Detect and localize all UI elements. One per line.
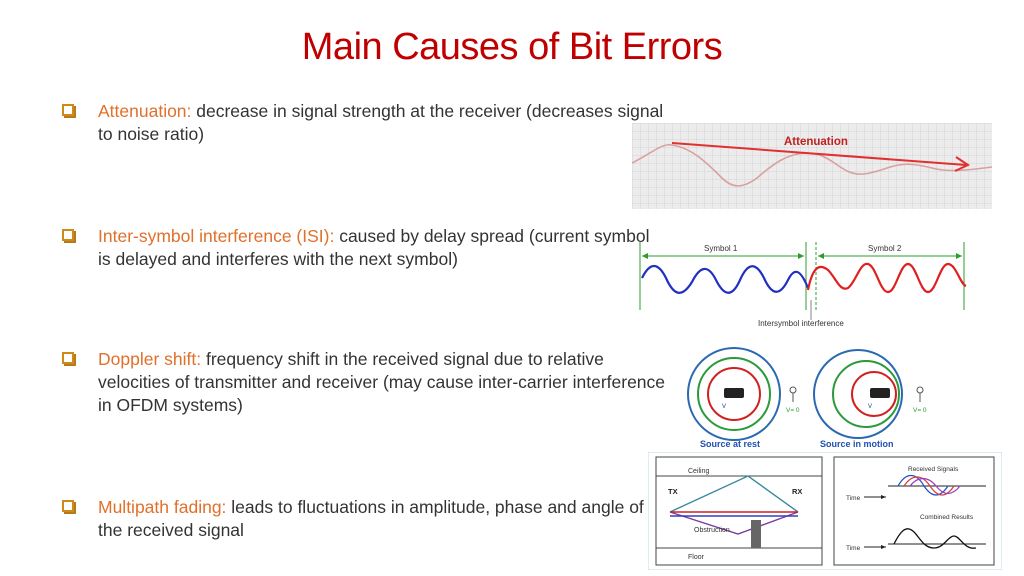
time-label-top: Time <box>846 495 861 502</box>
bullet-term: Attenuation: <box>98 101 192 121</box>
isi-figure: Symbol 1 Symbol 2 Intersymbol interferen… <box>639 242 967 328</box>
bullet-term: Inter-symbol interference (ISI): <box>98 226 335 246</box>
source-at-rest-diagram: V V= 0 Source at rest <box>687 347 800 449</box>
observer-icon <box>789 386 797 394</box>
floor-label: Floor <box>688 554 705 561</box>
time-label-bottom: Time <box>846 545 861 552</box>
checkbox-bullet-icon <box>62 500 74 512</box>
attenuation-label: Attenuation <box>784 136 848 148</box>
bullet-desc: leads to fluctuations in amplitude, phas… <box>98 497 644 540</box>
car-icon <box>870 388 890 398</box>
checkbox-bullet-icon <box>62 229 74 241</box>
observer-velocity-label: V= 0 <box>913 407 927 414</box>
symbol1-wave <box>641 264 810 294</box>
slide-title: Main Causes of Bit Errors <box>301 26 723 68</box>
attenuation-arrow <box>671 142 967 166</box>
observer-velocity-label: V= 0 <box>786 407 800 414</box>
source-velocity-label: V <box>868 404 872 410</box>
car-icon <box>724 388 744 398</box>
checkbox-bullet-icon <box>62 104 74 116</box>
rx-label: RX <box>792 487 802 496</box>
isi-caption: Intersymbol interference <box>758 319 844 328</box>
tx-label: TX <box>668 487 678 496</box>
bullet-term: Doppler shift: <box>98 349 202 369</box>
attenuation-figure: Attenuation <box>632 123 992 209</box>
source-in-motion-caption: Source in motion <box>820 439 894 449</box>
checkbox-bullet-icon <box>62 352 74 364</box>
multipath-figure: Ceiling Floor TX RX Obstruction Received… <box>648 452 1002 570</box>
symbol1-label: Symbol 1 <box>704 244 738 253</box>
symbol2-wave <box>806 262 967 294</box>
doppler-figure: V V= 0 Source at rest V V= 0 Source in m… <box>687 347 927 449</box>
bullet-term: Multipath fading: <box>98 497 227 517</box>
bullet-desc: caused by delay spread (current symbol i… <box>98 226 650 269</box>
source-velocity-label: V <box>722 404 726 410</box>
ceiling-label: Ceiling <box>688 468 710 475</box>
combined-results-label: Combined Results <box>920 514 974 521</box>
received-signals-label: Received Signals <box>908 466 959 473</box>
source-in-motion-diagram: V V= 0 Source in motion <box>813 349 927 449</box>
observer-icon <box>916 386 924 394</box>
obstruction-block <box>751 520 761 548</box>
source-at-rest-caption: Source at rest <box>700 439 760 449</box>
bullet-desc: decrease in signal strength at the recei… <box>98 101 664 144</box>
bullet-desc: frequency shift in the received signal d… <box>98 349 666 415</box>
obstruction-label: Obstruction <box>694 527 730 534</box>
symbol2-label: Symbol 2 <box>868 244 902 253</box>
